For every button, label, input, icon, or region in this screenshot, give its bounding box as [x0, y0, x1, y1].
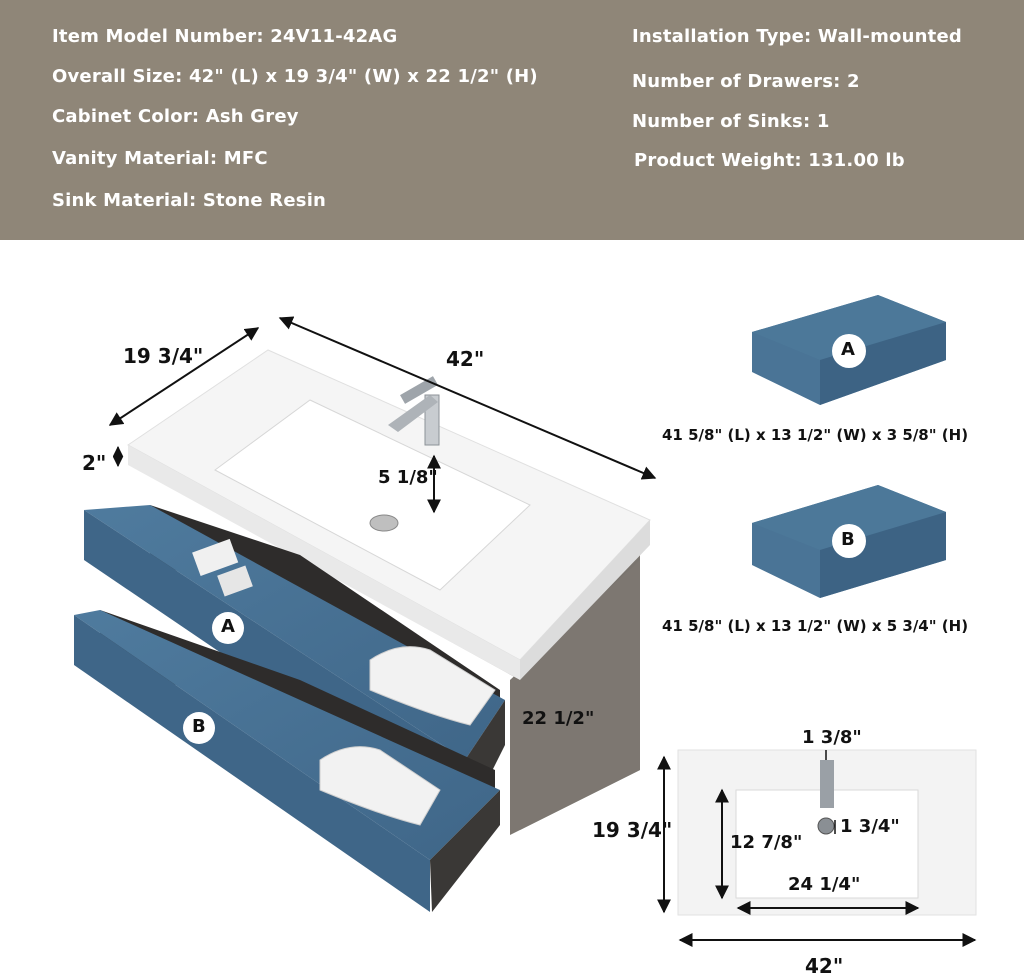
drawer-a-box-badge: [832, 334, 866, 368]
cabinet-side: [510, 560, 640, 835]
drawer-b-side: [430, 790, 500, 912]
drawer-a-badge: [212, 612, 244, 644]
box-item: [217, 565, 253, 597]
spec-banner: Item Model Number: 24V11-42AG Overall Si…: [0, 0, 1024, 240]
top-dim-width: 42": [805, 954, 844, 978]
drawer-b-box-side: [820, 512, 946, 598]
drawer-a-box-label: A: [841, 339, 855, 360]
spec-drawers: Number of Drawers: 2: [632, 71, 860, 92]
dim-height: 22 1/2": [522, 708, 595, 729]
drawer-b-box-label: B: [841, 529, 855, 550]
spec-color: Cabinet Color: Ash Grey: [52, 106, 299, 127]
dim-line-width: [278, 316, 657, 480]
drawer-a-label: A: [221, 616, 235, 637]
top-dim-faucet-offset: 1 3/8": [802, 727, 862, 748]
drawer-b-face: [74, 615, 430, 912]
drawer-b-box-badge: [832, 524, 866, 558]
spec-vanity-material: Vanity Material: MFC: [52, 148, 268, 169]
towel-b: [319, 746, 441, 826]
top-dim-basin-depth: 12 7/8": [730, 832, 803, 853]
spec-model: Item Model Number: 24V11-42AG: [52, 26, 398, 47]
spec-weight: Product Weight: 131.00 lb: [634, 150, 905, 171]
bottle-item: [192, 538, 239, 577]
dim-width: 42": [446, 347, 485, 371]
drain: [369, 514, 399, 532]
countertop-edge: [128, 445, 520, 680]
top-dim-depth: 19 3/4": [592, 818, 673, 842]
top-view-drain: [817, 817, 835, 835]
drawer-b-box-top: [752, 485, 946, 550]
dim-line-depth: [108, 327, 260, 426]
dim-depth: 19 3/4": [123, 344, 204, 368]
drawer-b-badge: [183, 712, 215, 744]
top-dim-basin-width: 24 1/4": [788, 874, 861, 895]
top-dim-drain-offset: 1 3/4": [840, 816, 900, 837]
dim-basin-depth: 5 1/8": [378, 467, 438, 488]
spec-installation: Installation Type: Wall-mounted: [632, 26, 962, 47]
dim-top-thickness: 2": [82, 451, 107, 475]
spec-size: Overall Size: 42" (L) x 19 3/4" (W) x 22…: [52, 66, 538, 87]
drawer-b-label: B: [192, 716, 206, 737]
drawer-a-box-top: [752, 295, 946, 360]
countertop-side-edge: [520, 520, 650, 680]
drawer-b-dims: 41 5/8" (L) x 13 1/2" (W) x 5 3/4" (H): [662, 617, 969, 635]
drawer-a-dims: 41 5/8" (L) x 13 1/2" (W) x 3 5/8" (H): [662, 426, 969, 444]
spec-sink-material: Sink Material: Stone Resin: [52, 190, 327, 211]
top-view-faucet: [820, 760, 834, 808]
spec-sinks: Number of Sinks: 1: [632, 111, 830, 132]
towel-a: [369, 646, 496, 726]
drawer-a-box-side: [820, 322, 946, 405]
